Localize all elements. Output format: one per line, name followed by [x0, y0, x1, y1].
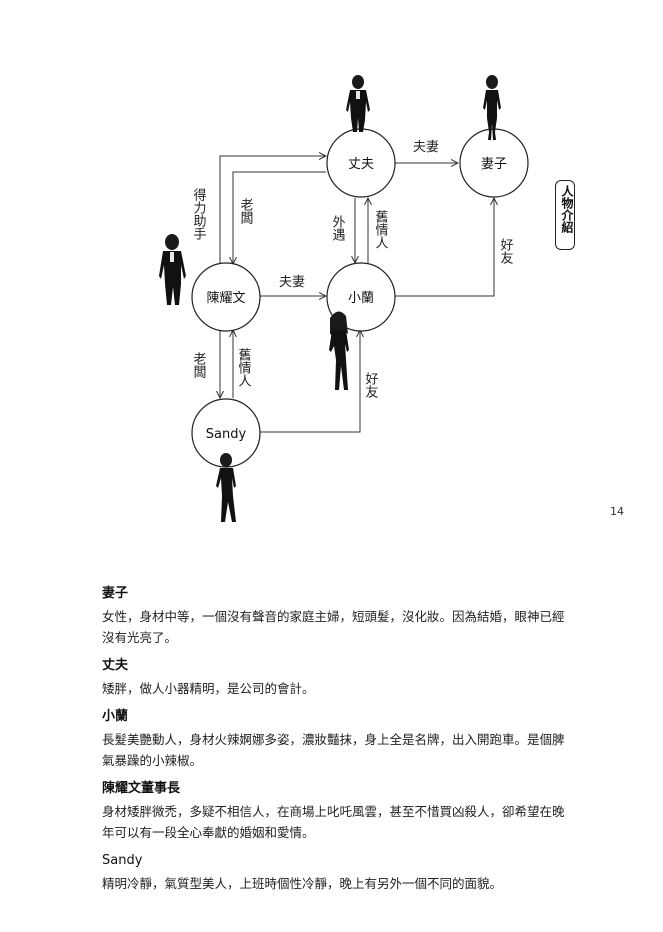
relationship-diagram: 夫妻 夫妻 得力助手 老闆 外遇 舊情人 好友 老闆 舊情人 好友 丈夫 妻子 …: [159, 75, 529, 522]
character-entry: 丈夫 矮胖，做人小器精明，是公司的會計。: [102, 658, 572, 699]
character-entry: Sandy 精明冷靜，氣質型美人，上班時個性冷靜，晚上有另外一個不同的面貌。: [102, 853, 572, 894]
character-entry: 小蘭 長髮美艷動人，身材火辣婀娜多姿，濃妝豔抹，身上全是名牌，出入開跑車。是個脾…: [102, 709, 572, 771]
edge-xiaolan-wife-friend: [395, 198, 494, 297]
node-husband-label: 丈夫: [348, 157, 374, 172]
character-description: 女性，身材中等，一個沒有聲音的家庭主婦，短頭髮，沒化妝。因為結婚，眼神已經沒有光…: [102, 609, 565, 645]
chen-figure: [159, 234, 186, 305]
label-wife-xiaolan-friend: 好友: [498, 238, 514, 264]
label-chen-sandy-boss: 老闆: [191, 352, 207, 378]
node-sandy-label: Sandy: [206, 427, 247, 442]
node-chen-label: 陳耀文: [206, 291, 245, 306]
edge-husband-chen-boss: [233, 171, 326, 264]
label-chen-xiaolan: 夫妻: [279, 275, 305, 290]
node-sandy: Sandy: [191, 398, 261, 468]
node-husband: 丈夫: [326, 128, 396, 198]
edge-sandy-xiaolan-friend: [260, 330, 360, 433]
sandy-figure: [216, 453, 236, 522]
section-tag-frame: [555, 180, 575, 250]
character-descriptions: 妻子 女性，身材中等，一個沒有聲音的家庭主婦，短頭髮，沒化妝。因為結婚，眼神已經…: [102, 586, 572, 904]
section-tag: 人物介紹: [560, 185, 574, 233]
label-husband-xiaolan-affair: 外遇: [330, 215, 346, 242]
character-name: 陳耀文董事長: [102, 781, 181, 796]
node-wife: 妻子: [459, 128, 529, 198]
character-name: 妻子: [102, 586, 129, 601]
husband-figure: [346, 75, 370, 132]
label-xiaolan-sandy-friend: 好友: [363, 372, 379, 398]
edges: [219, 156, 494, 433]
character-description: 身材矮胖微禿，多疑不相信人，在商場上叱吒風雲，甚至不惜買凶殺人，卻希望在晚年可以…: [102, 804, 565, 840]
label-chen-sandy-ex: 舊情人: [236, 348, 252, 387]
node-wife-label: 妻子: [481, 157, 507, 172]
character-description: 長髮美艷動人，身材火辣婀娜多姿，濃妝豔抹，身上全是名牌，出入開跑車。是個脾氣暴躁…: [102, 732, 565, 768]
character-name: 小蘭: [102, 709, 129, 724]
wife-figure: [483, 75, 501, 140]
character-entry: 陳耀文董事長 身材矮胖微禿，多疑不相信人，在商場上叱吒風雲，甚至不惜買凶殺人，卻…: [102, 781, 572, 843]
character-name: Sandy: [102, 853, 143, 868]
character-description: 矮胖，做人小器精明，是公司的會計。: [102, 681, 315, 696]
character-description: 精明冷靜，氣質型美人，上班時個性冷靜，晚上有另外一個不同的面貌。: [102, 876, 503, 891]
character-name: 丈夫: [102, 658, 129, 673]
label-husband-chen-boss: 老闆: [238, 198, 254, 224]
character-entry: 妻子 女性，身材中等，一個沒有聲音的家庭主婦，短頭髮，沒化妝。因為結婚，眼神已經…: [102, 586, 572, 648]
node-chen: 陳耀文: [191, 262, 261, 332]
node-xiaolan-label: 小蘭: [348, 290, 374, 306]
label-husband-xiaolan-ex: 舊情人: [373, 210, 389, 249]
edge-chen-husband-assistant: [219, 156, 326, 264]
page-number: 14: [610, 505, 624, 518]
label-husband-chen-assistant: 得力助手: [191, 187, 207, 240]
xiaolan-figure: [329, 311, 349, 390]
label-husband-wife: 夫妻: [413, 140, 439, 155]
